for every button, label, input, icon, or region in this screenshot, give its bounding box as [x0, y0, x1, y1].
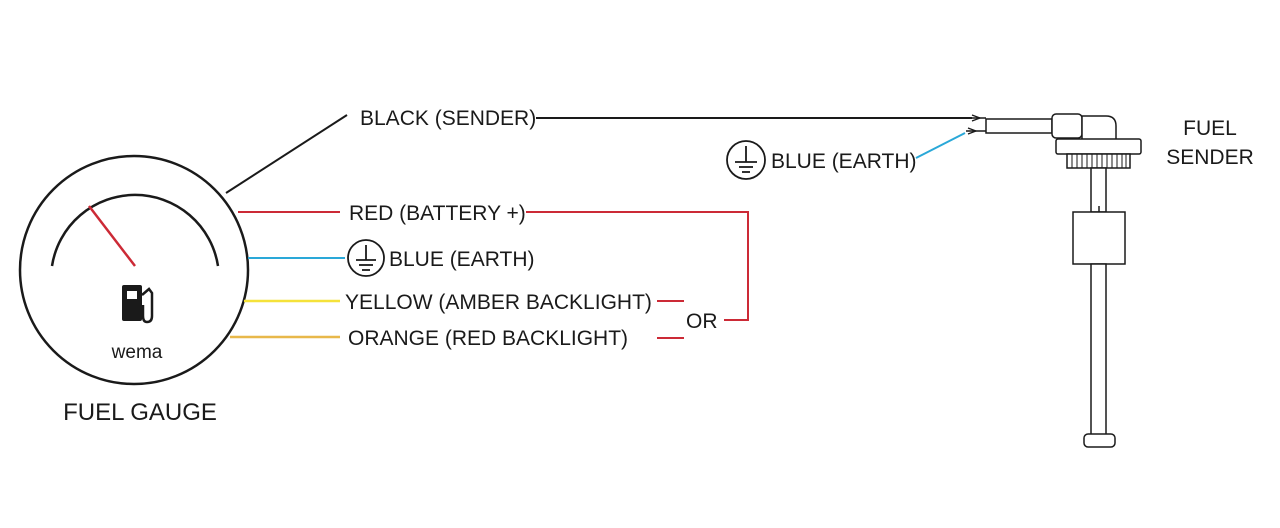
- gauge-needle: [88, 205, 136, 267]
- black-sender-label: BLACK (SENDER): [360, 107, 536, 130]
- gauge-brand: wema: [111, 342, 163, 363]
- fuel-sender: FUEL SENDER: [966, 113, 1254, 448]
- orange-backlight-wire: ORANGE (RED BACKLIGHT): [230, 327, 684, 350]
- earth-ground-icon: [726, 140, 766, 180]
- earth-ground-icon: [347, 239, 385, 277]
- blue-earth-sender-wire: BLUE (EARTH): [726, 132, 966, 180]
- fuel-gauge: wema FUEL GAUGE: [18, 154, 250, 426]
- fuel-pump-icon: [122, 285, 154, 324]
- red-battery-wire: RED (BATTERY +): [238, 202, 749, 321]
- gauge-title: FUEL GAUGE: [63, 399, 217, 426]
- yellow-backlight-wire: YELLOW (AMBER BACKLIGHT): [244, 291, 684, 314]
- blue-earth-sender-label: BLUE (EARTH): [771, 150, 916, 173]
- sender-title-line1: FUEL: [1183, 117, 1237, 140]
- sender-title-line2: SENDER: [1166, 146, 1254, 169]
- orange-backlight-label: ORANGE (RED BACKLIGHT): [348, 327, 628, 350]
- yellow-backlight-label: YELLOW (AMBER BACKLIGHT): [345, 291, 652, 314]
- black-sender-wire: BLACK (SENDER): [225, 107, 972, 194]
- red-battery-label: RED (BATTERY +): [349, 202, 526, 225]
- or-label: OR: [686, 310, 718, 333]
- blue-earth-gauge-label: BLUE (EARTH): [389, 248, 534, 271]
- gauge-scale-arc: [50, 193, 220, 267]
- blue-earth-gauge-wire: BLUE (EARTH): [248, 239, 534, 277]
- gauge-bezel: [18, 154, 250, 386]
